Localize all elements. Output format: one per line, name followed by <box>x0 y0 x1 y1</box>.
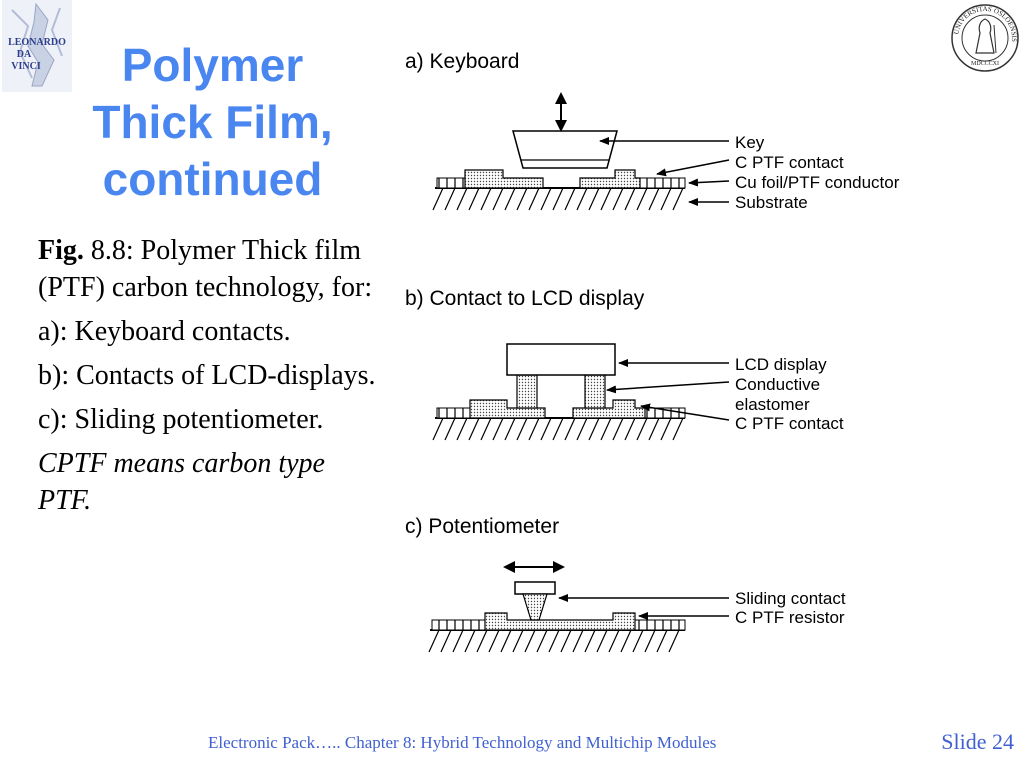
leonardo-da-vinci-logo: LEONARDO DA VINCI <box>2 0 72 92</box>
hatching-a <box>432 187 684 211</box>
ptf-diagram: a) Keyboard Key C PTF contact Cu foil/PT… <box>405 50 900 653</box>
logo-line-1: LEONARDO <box>8 37 66 48</box>
heading-c: c) Potentiometer <box>405 515 559 538</box>
ptf-contact-left-a <box>464 169 544 189</box>
fig-text: 8.8: Polymer Thick film (PTF) carbon tec… <box>38 235 373 303</box>
label-conductive: Conductive <box>735 375 820 394</box>
elastomer-right <box>584 374 606 409</box>
university-seal-logo: UNIVERSITAS OSLOENSIS MDCCCXI <box>951 4 1019 72</box>
caption-intro: Fig. 8.8: Polymer Thick film (PTF) carbo… <box>38 232 383 306</box>
sliding-contact-c <box>514 581 556 595</box>
sliding-tip-c <box>522 593 548 621</box>
elastomer-left <box>516 374 538 409</box>
label-sliding-contact: Sliding contact <box>735 589 846 608</box>
ptf-contact-right-b <box>572 399 646 419</box>
cu-foil-right-c <box>626 619 686 631</box>
label-key: Key <box>735 133 765 152</box>
lcd-display-b <box>506 343 616 376</box>
caption-item-a: a): Keyboard contacts. <box>38 316 291 347</box>
logo-line-2: DA <box>17 49 32 60</box>
title-line-1: Polymer <box>121 39 304 91</box>
caption-note: CPTF means carbon type PTF. <box>38 448 325 516</box>
key-a <box>512 130 618 169</box>
hatching-c <box>428 629 680 653</box>
seal-year-text: MDCCCXI <box>971 61 999 67</box>
panel-a-keyboard: a) Keyboard Key C PTF contact Cu foil/PT… <box>405 50 900 212</box>
title-line-2: Thick Film, <box>92 96 333 148</box>
logo-line-3: VINCI <box>11 61 41 72</box>
caption-item-c: c): Sliding potentiometer. <box>38 404 324 435</box>
hatching-b <box>432 417 684 441</box>
figure-caption: Fig. 8.8: Polymer Thick film (PTF) carbo… <box>38 232 383 526</box>
footer-chapter-text: Electronic Pack….. Chapter 8: Hybrid Tec… <box>208 733 717 752</box>
label-substrate: Substrate <box>735 193 808 212</box>
footer-slide-number: Slide 24 <box>941 729 1014 754</box>
heading-a: a) Keyboard <box>405 50 519 73</box>
label-elastomer: elastomer <box>735 395 810 414</box>
label-c-ptf-contact-a: C PTF contact <box>735 153 844 172</box>
heading-b: b) Contact to LCD display <box>405 287 645 310</box>
panel-b-lcd: b) Contact to LCD display LCD display Co… <box>405 287 844 441</box>
ptf-resistor-c <box>484 612 636 631</box>
ptf-contact-right-a <box>579 169 641 189</box>
fig-label: Fig. <box>38 235 84 266</box>
panel-c-potentiometer: c) Potentiometer Sliding contact C PTF r… <box>405 515 846 653</box>
label-c-ptf-resistor: C PTF resistor <box>735 608 845 627</box>
label-lcd-display: LCD display <box>735 355 827 374</box>
caption-item-b: b): Contacts of LCD-displays. <box>38 360 376 391</box>
label-cu-foil: Cu foil/PTF conductor <box>735 173 900 192</box>
label-c-ptf-contact-b: C PTF contact <box>735 414 844 433</box>
title-line-3: continued <box>102 153 323 205</box>
slide-title: Polymer Thick Film, continued <box>40 37 385 208</box>
